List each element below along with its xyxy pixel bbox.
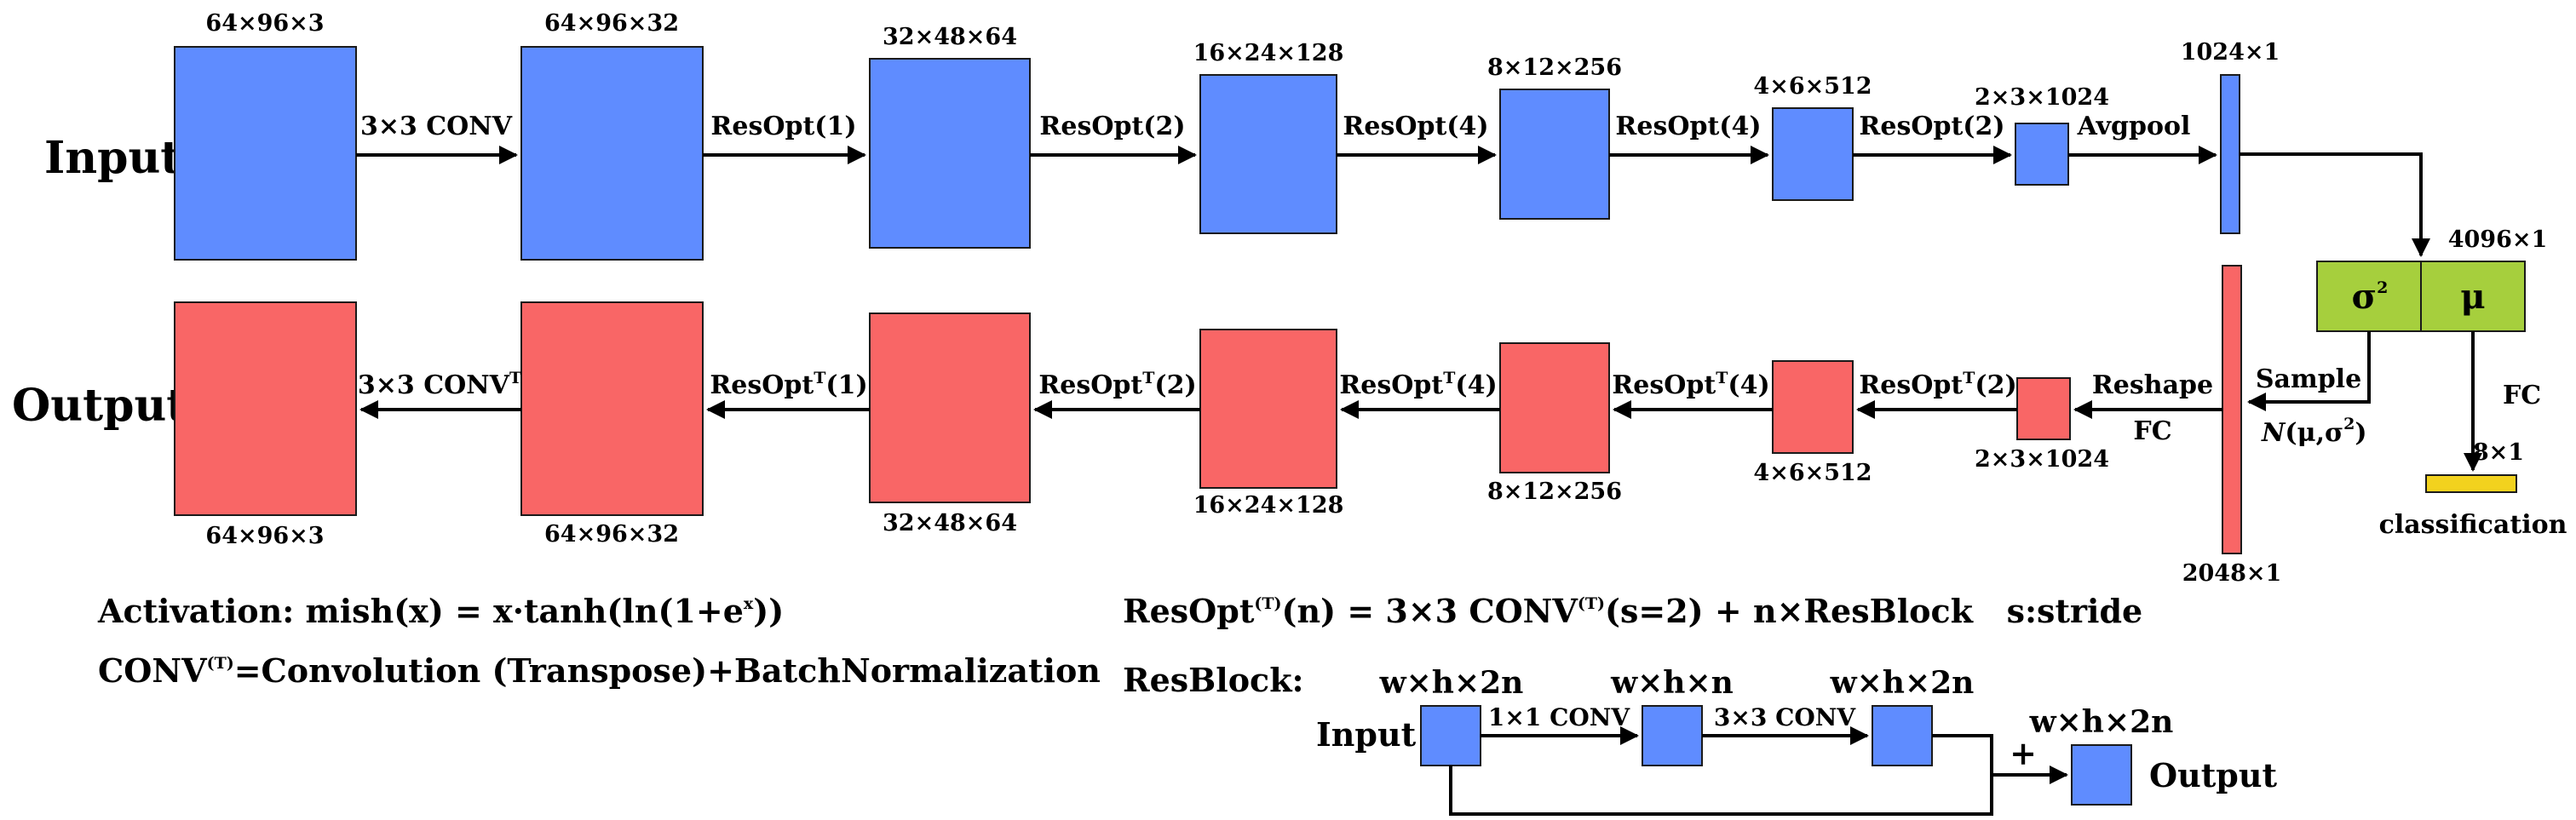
- decoder-op-5: ResOptT(4): [1612, 369, 1769, 400]
- sample-label: Sample: [2256, 364, 2361, 394]
- encoder-vector-1024: [2220, 74, 2240, 234]
- encoder-to-latent-arrow: [2240, 152, 2430, 257]
- resblock-title: ResBlock:: [1123, 661, 1304, 699]
- decoder-op-3: ResOptT(2): [1038, 369, 1196, 400]
- encoder-op-7: Avgpool: [2077, 112, 2191, 141]
- resblock-box-2: [1642, 705, 1703, 766]
- mu-label: μ: [2460, 277, 2485, 317]
- encoder-block-1: [174, 46, 357, 261]
- classification-vector: [2425, 474, 2517, 493]
- resblock-dim-4: w×h×2n: [2029, 704, 2174, 740]
- latent-dim: 4096×1: [2448, 227, 2548, 253]
- activation-note: Activation: mish(x) = x·tanh(ln(1+ex)): [97, 592, 784, 630]
- resblock-plus: +: [2010, 734, 2037, 772]
- encoder-dim-6: 4×6×512: [1753, 73, 1872, 100]
- encoder-block-2: [520, 46, 704, 261]
- encoder-dim-5: 8×12×256: [1487, 54, 1622, 81]
- decoder-op-6: ResOptT(2): [1859, 369, 2016, 400]
- decoder-vector-2048: [2222, 265, 2242, 554]
- resblock-merge-arrow: [1932, 734, 2068, 784]
- sample-arrow: [2247, 331, 2371, 411]
- encoder-op-3: ResOpt(2): [1039, 112, 1185, 141]
- resblock-skip-connection: [1449, 766, 1993, 816]
- encoder-op-2: ResOpt(1): [710, 112, 856, 141]
- encoder-dim-1: 64×96×3: [205, 10, 324, 37]
- decoder-block-2: [520, 301, 704, 516]
- decoder-block-4: [1199, 329, 1337, 489]
- decoder-op-4: ResOptT(4): [1339, 369, 1497, 400]
- encoder-block-3: [869, 58, 1031, 249]
- resblock-box-output: [2071, 744, 2132, 806]
- decoder-block-7: [2016, 377, 2071, 440]
- resblock-op-2: 3×3 CONV: [1714, 703, 1856, 731]
- encoder-block-6: [1772, 107, 1854, 201]
- decoder-block-1: [174, 301, 357, 516]
- reshape-label: Reshape: [2092, 370, 2213, 400]
- decoder-op-2: ResOptT(1): [710, 369, 867, 400]
- decoder-dim-5: 8×12×256: [1487, 479, 1622, 505]
- mu-box: [2420, 261, 2526, 332]
- resopt-note: ResOpt(T)(n) = 3×3 CONV(T)(s=2) + n×ResB…: [1123, 592, 2142, 630]
- encoder-dim-4: 16×24×128: [1193, 40, 1344, 66]
- conv-note: CONV(T)=Convolution (Transpose)+BatchNor…: [98, 651, 1101, 690]
- decoder-block-3: [869, 313, 1031, 503]
- encoder-dim-2: 64×96×32: [544, 10, 679, 37]
- output-row-label: Output: [12, 380, 187, 432]
- resblock-box-3: [1872, 705, 1933, 766]
- decoder-dim-7: 2×3×1024: [1975, 446, 2109, 473]
- decoder-block-6: [1772, 360, 1854, 454]
- encoder-block-5: [1499, 89, 1610, 220]
- input-row-label: Input: [44, 132, 181, 184]
- encoder-block-4: [1199, 74, 1337, 234]
- resblock-output-label: Output: [2149, 756, 2277, 794]
- encoder-dim-7: 2×3×1024: [1975, 84, 2109, 111]
- decoder-dim-3: 32×48×64: [883, 510, 1017, 536]
- decoder-dim-6: 4×6×512: [1753, 460, 1872, 486]
- encoder-block-7: [2015, 123, 2069, 186]
- classification-label: classification: [2379, 510, 2567, 540]
- resblock-input-label: Input: [1316, 715, 1417, 754]
- sigma-label: σ2: [2352, 277, 2389, 317]
- decoder-dim-4: 16×24×128: [1193, 492, 1344, 519]
- classification-dim: 8×1: [2473, 439, 2524, 466]
- resblock-dim-2: w×h×n: [1610, 665, 1734, 701]
- resblock-box-1: [1420, 705, 1481, 766]
- decoder-fc-label: FC: [2133, 416, 2171, 446]
- resblock-dim-1: w×h×2n: [1379, 665, 1524, 701]
- fc-label: FC: [2503, 381, 2541, 410]
- resblock-op-1: 1×1 CONV: [1488, 703, 1630, 731]
- encoder-op-6: ResOpt(2): [1859, 112, 2004, 141]
- encoder-dim-8: 1024×1: [2181, 39, 2280, 66]
- encoder-op-4: ResOpt(4): [1343, 112, 1488, 141]
- resblock-dim-3: w×h×2n: [1830, 665, 1975, 701]
- decoder-op-1: 3×3 CONVT: [358, 369, 521, 400]
- encoder-op-5: ResOpt(4): [1615, 112, 1761, 141]
- encoder-op-1: 3×3 CONV: [360, 112, 513, 141]
- normal-dist-label: N(μ,σ2): [2261, 415, 2367, 448]
- decoder-block-5: [1499, 342, 1610, 473]
- encoder-dim-3: 32×48×64: [883, 24, 1017, 50]
- decoder-dim-8: 2048×1: [2182, 560, 2282, 587]
- decoder-dim-2: 64×96×32: [544, 521, 679, 548]
- decoder-dim-1: 64×96×3: [205, 523, 324, 549]
